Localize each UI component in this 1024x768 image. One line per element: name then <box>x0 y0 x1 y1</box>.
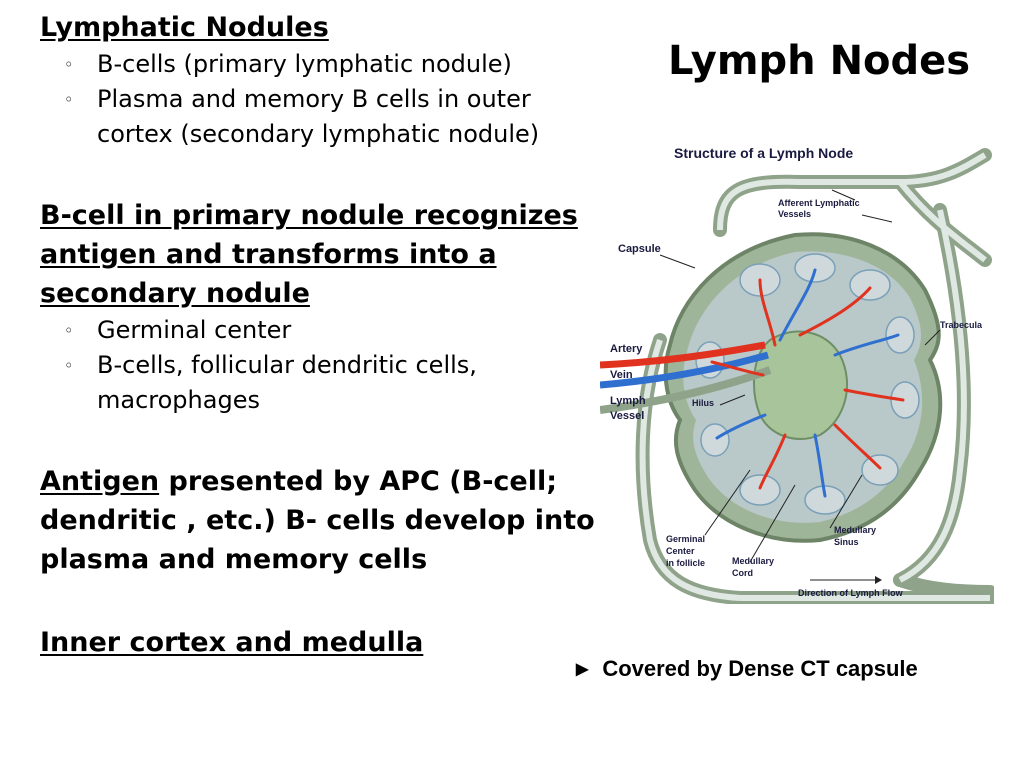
list-item: ◦Plasma and memory B cells in outer cort… <box>64 82 600 152</box>
label-direction: Direction of Lymph Flow <box>798 588 904 598</box>
capsule-note: ▶ Covered by Dense CT capsule <box>576 656 918 682</box>
label-medullary-sinus-2: Sinus <box>834 537 859 547</box>
lymph-vessel-lumen <box>639 152 990 601</box>
artery-vessel <box>600 341 766 369</box>
list-item: ◦Germinal center <box>64 313 600 348</box>
leader-lines <box>659 189 941 581</box>
label-capsule: Capsule <box>618 243 661 255</box>
list-lymphatic-nodules: ◦B-cells (primary lymphatic nodule) ◦Pla… <box>40 47 600 152</box>
label-medullary-sinus-1: Medullary <box>834 525 876 535</box>
label-vein: Vein <box>610 369 633 381</box>
label-lymph: Lymph <box>610 395 646 407</box>
lymph-node-illustration: Structure of a Lymph Node Afferent Lymph… <box>600 145 994 604</box>
lymph-node-diagram: Structure of a Lymph Node Afferent Lymph… <box>600 140 994 604</box>
triangle-right-icon: ▶ <box>576 661 589 678</box>
label-center: Center <box>666 546 695 556</box>
label-vessels: Vessels <box>778 209 811 219</box>
heading-inner-cortex: Inner cortex and medulla <box>40 627 424 658</box>
vein-vessel <box>600 351 769 389</box>
capsule-note-text: Covered by Dense CT capsule <box>602 656 918 681</box>
diagram-title: Structure of a Lymph Node <box>674 145 853 161</box>
text-column: Lymphatic Nodules ◦B-cells (primary lymp… <box>40 8 600 662</box>
label-vessel: Vessel <box>610 410 644 422</box>
list-item: ◦B-cells (primary lymphatic nodule) <box>64 47 600 82</box>
heading-b-cell-recognizes: B-cell in primary nodule recognizes anti… <box>40 200 578 309</box>
label-medullary-cord-1: Medullary <box>732 556 774 566</box>
medulla <box>753 330 849 440</box>
circle-bullet-icon: ◦ <box>64 90 74 109</box>
circle-bullet-icon: ◦ <box>64 55 74 74</box>
label-in-follicle: in follicle <box>666 558 705 568</box>
list-item: ◦B-cells, follicular dendritic cells, ma… <box>64 348 600 418</box>
label-artery: Artery <box>610 343 643 355</box>
label-hilus: Hilus <box>692 398 714 408</box>
heading-lymphatic-nodules: Lymphatic Nodules <box>40 12 329 43</box>
label-germinal: Germinal <box>666 534 705 544</box>
circle-bullet-icon: ◦ <box>64 321 74 340</box>
follicles <box>695 253 920 515</box>
lymph-vessel <box>600 366 772 414</box>
circle-bullet-icon: ◦ <box>64 356 74 375</box>
slide-title: Lymph Nodes <box>668 38 971 84</box>
vessel-branches <box>710 268 905 498</box>
list-secondary-nodule: ◦Germinal center ◦B-cells, follicular de… <box>40 313 600 418</box>
flow-arrow-icon <box>875 576 882 584</box>
heading-antigen-presented: Antigen presented by APC (B-cell; dendri… <box>40 466 595 575</box>
label-medullary-cord-2: Cord <box>732 568 753 578</box>
label-afferent: Afferent Lymphatic <box>778 198 860 208</box>
label-trabecula: Trabecula <box>940 320 983 330</box>
